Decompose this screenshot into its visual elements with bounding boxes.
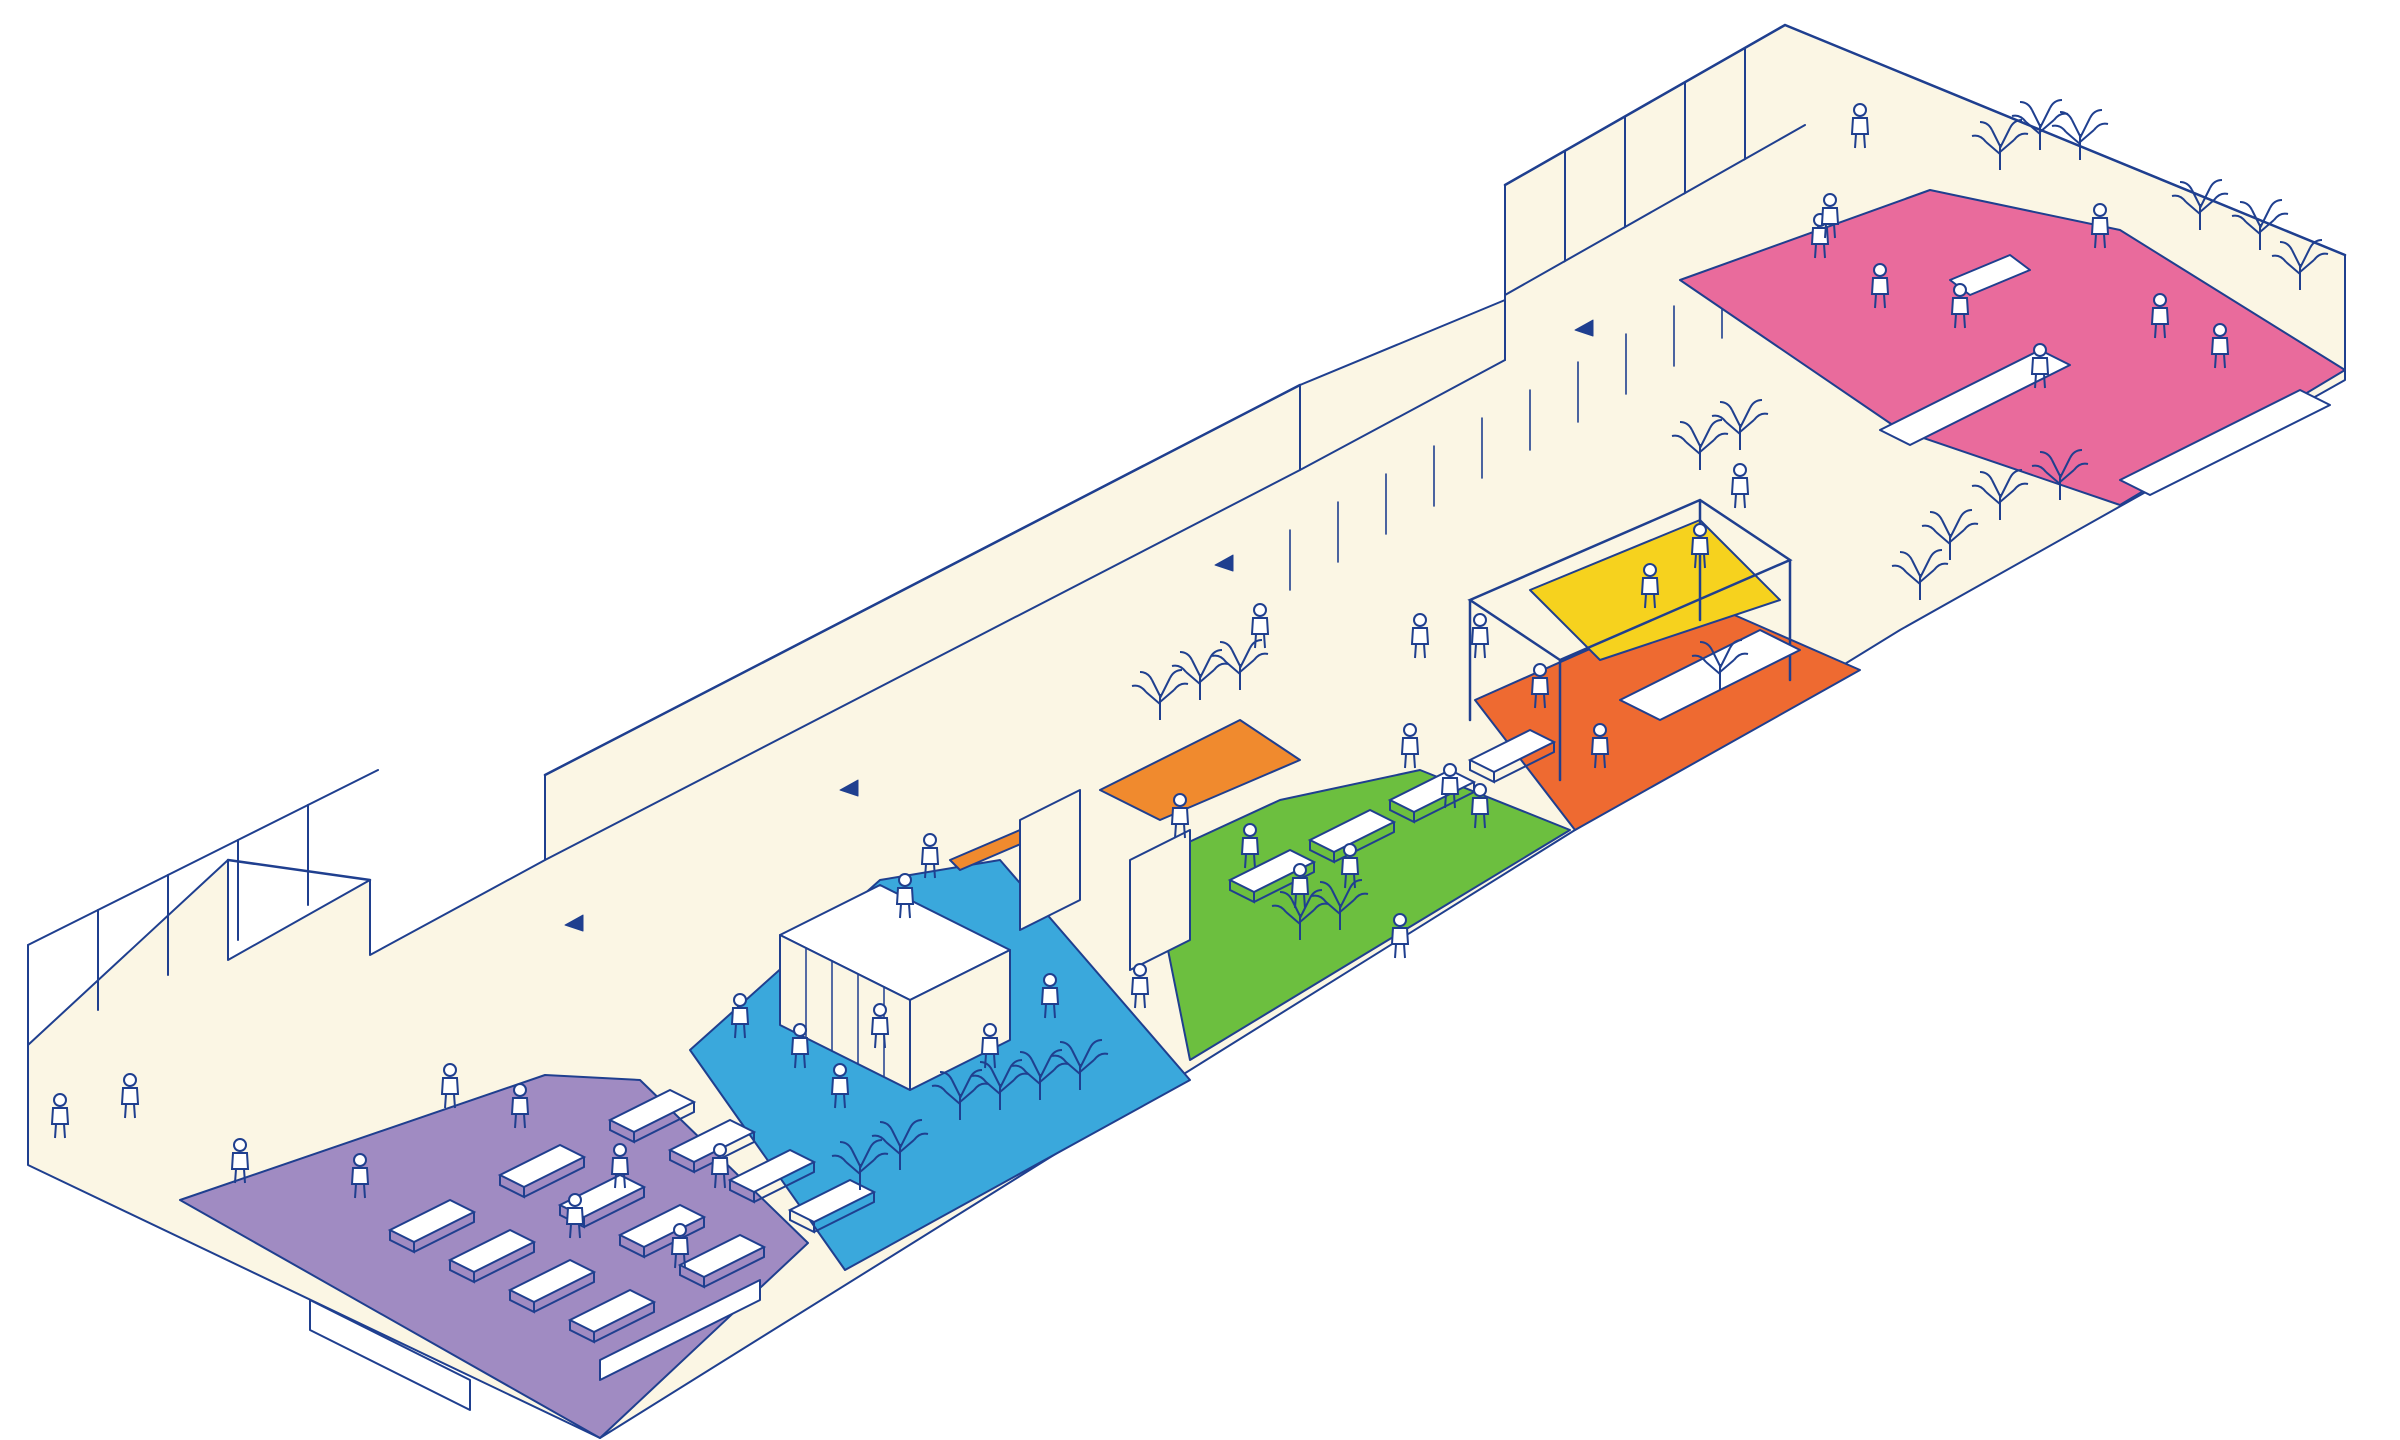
upper-cubicle-partition bbox=[1624, 116, 1686, 229]
direction-arrow-icon bbox=[1214, 554, 1234, 572]
direction-arrow-icon bbox=[839, 779, 859, 797]
cafe-canopy-frame bbox=[1467, 498, 1793, 782]
storage-cabinet-row bbox=[309, 1299, 471, 1411]
cubicle-partition bbox=[27, 909, 99, 1046]
cubicle-partition bbox=[97, 874, 169, 1011]
orange-planter-zone bbox=[1099, 719, 1301, 821]
upper-cubicle-partition bbox=[1684, 82, 1746, 195]
phone-booth bbox=[1129, 829, 1191, 971]
direction-arrow-icon bbox=[1574, 319, 1594, 337]
upper-cubicle-partition bbox=[1564, 150, 1626, 263]
cubicle-partition bbox=[237, 804, 309, 941]
upper-cubicle-partition bbox=[1504, 184, 1566, 297]
person-icon bbox=[1391, 913, 1409, 959]
meeting-room-side bbox=[909, 949, 1011, 1091]
person-figure bbox=[1391, 913, 1409, 959]
phone-booth bbox=[1019, 789, 1081, 931]
cubicle-partition bbox=[167, 839, 239, 976]
direction-arrow-icon bbox=[564, 914, 584, 932]
storage-cabinet-row bbox=[599, 1279, 761, 1381]
cubicle-partition bbox=[307, 769, 379, 906]
corridor-wall-joint bbox=[1299, 299, 1506, 471]
upper-cubicle-partition bbox=[1744, 48, 1806, 161]
back-wall-top bbox=[226, 23, 2347, 882]
lounge-bench bbox=[1879, 349, 2071, 446]
lounge-bench bbox=[2119, 389, 2331, 496]
furniture-layer bbox=[309, 254, 2331, 1411]
